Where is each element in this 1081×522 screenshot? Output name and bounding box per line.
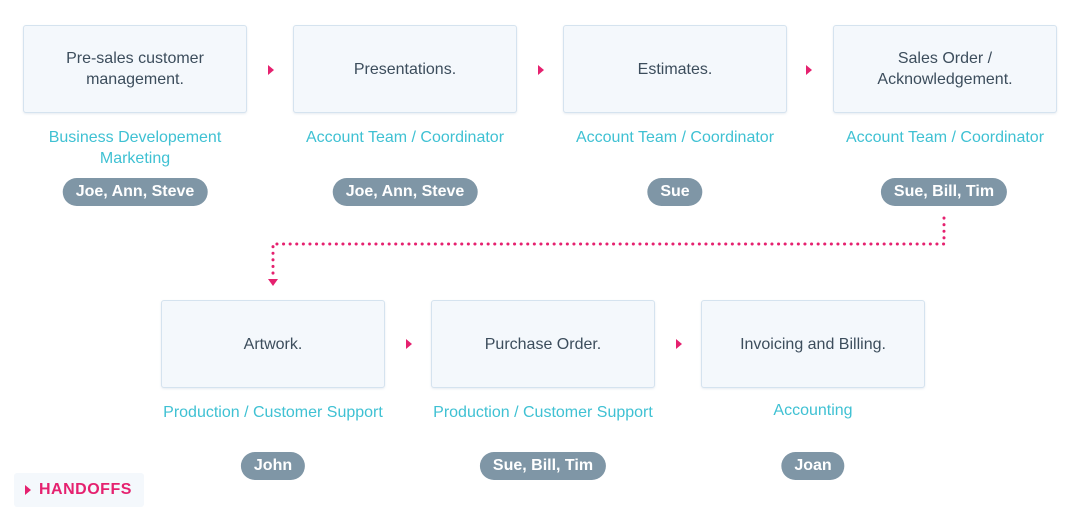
- connector-dotted-line: [271, 216, 946, 280]
- step-title: Sales Order / Acknowledgement.: [877, 50, 1013, 88]
- step-box-presales: Pre-sales customer management.: [23, 25, 247, 113]
- people-badge: Joe, Ann, Steve: [62, 178, 208, 206]
- step-title: Invoicing and Billing.: [740, 335, 886, 353]
- step-box-sales-order: Sales Order / Acknowledgement.: [833, 25, 1057, 113]
- handoff-arrow-icon: [406, 339, 412, 349]
- handoff-arrow-icon: [676, 339, 682, 349]
- people-badge: Sue, Bill, Tim: [880, 178, 1008, 206]
- people-badge: Joe, Ann, Steve: [332, 178, 478, 206]
- handoff-arrow-icon: [268, 65, 274, 75]
- handoff-arrow-icon: [806, 65, 812, 75]
- step-title: Estimates.: [637, 60, 713, 78]
- step-role: Account Team / Coordinator: [305, 129, 505, 146]
- handoff-arrow-icon: [538, 65, 544, 75]
- step-box-purchase-order: Purchase Order.: [431, 300, 655, 388]
- step-box-artwork: Artwork.: [161, 300, 385, 388]
- step-box-estimates: Estimates.: [563, 25, 787, 113]
- people-badge: Joan: [781, 452, 845, 480]
- triangle-right-icon: [25, 485, 31, 495]
- connector-arrow-icon: [268, 279, 278, 286]
- step-role: Account Team / Coordinator: [845, 129, 1045, 146]
- step-title: Artwork.: [243, 335, 303, 353]
- step-role: Business Developement Marketing: [48, 129, 222, 167]
- step-box-presentations: Presentations.: [293, 25, 517, 113]
- step-role: Production / Customer Support: [163, 404, 383, 421]
- legend-label: HANDOFFS: [39, 481, 132, 498]
- step-role: Accounting: [773, 402, 853, 419]
- step-title: Purchase Order.: [484, 335, 602, 353]
- step-role: Account Team / Coordinator: [575, 129, 775, 146]
- handoffs-legend: HANDOFFS: [14, 473, 144, 507]
- people-badge: John: [240, 452, 306, 480]
- people-badge: Sue: [647, 178, 703, 206]
- step-role: Production / Customer Support: [433, 404, 653, 421]
- step-box-invoicing: Invoicing and Billing.: [701, 300, 925, 388]
- step-title: Presentations.: [353, 60, 457, 78]
- step-title: Pre-sales customer management.: [66, 50, 204, 88]
- people-badge: Sue, Bill, Tim: [479, 452, 607, 480]
